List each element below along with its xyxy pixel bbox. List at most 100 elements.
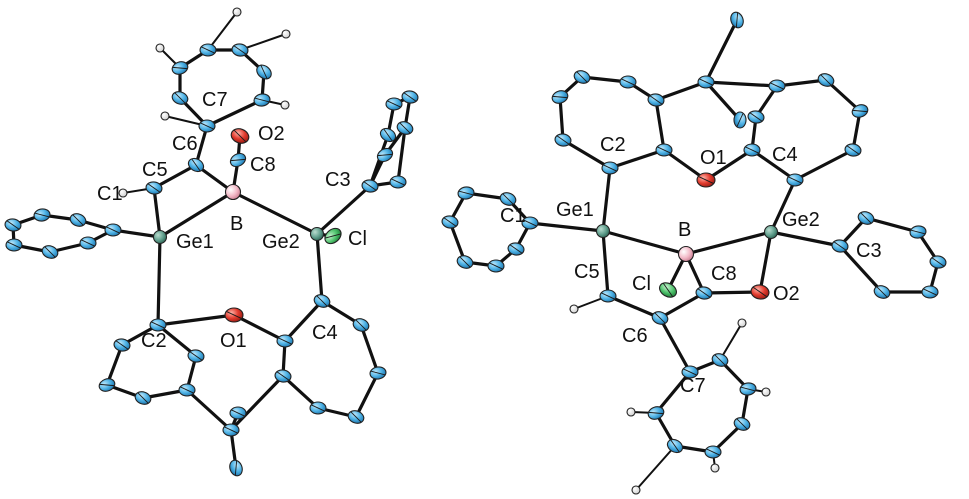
right-atom-labels: C2 O1 C4 C1 Ge1 B Ge2 C3 C5 Cl C8 O2 C6 … [500, 134, 882, 397]
left-atom-octant-p1 [174, 92, 186, 104]
left-atom-octant-y5 [276, 371, 290, 381]
left-atom-labels: C7 O2 C6 C8 C5 C3 C1 B Ge1 Ge2 Cl C4 C2 … [97, 89, 367, 352]
right-atom-octant-w4 [770, 82, 784, 90]
right-atom-octant-s3 [736, 418, 748, 430]
left-atom-octant-x3 [137, 392, 149, 404]
right-atom-octant-v3 [576, 71, 588, 83]
right-bond [704, 148, 754, 182]
left-atom-octant-q5 [44, 246, 56, 258]
right-atom-hs6 [626, 407, 636, 417]
right-atom-octant-t1 [502, 193, 514, 205]
right-label-c5: C5 [574, 261, 600, 283]
right-atom-octant-m3 [736, 113, 744, 127]
left-atom-hp2 [155, 43, 165, 53]
left-bond [239, 33, 287, 51]
right-atom-octant-c6 [654, 312, 666, 324]
right-atom-octant-v2 [552, 95, 568, 99]
left-atom-octant-x5 [189, 351, 203, 361]
left-bond [158, 190, 235, 239]
right-atom-octant-c8 [697, 288, 711, 298]
right-bond [608, 148, 666, 170]
left-atom-hc7 [160, 111, 170, 121]
left-atom-octant-q3 [6, 220, 20, 230]
right-label-c6: C6 [622, 325, 648, 347]
right-bond [654, 80, 708, 102]
right-atom-octant-v5 [649, 95, 663, 105]
left-atom-octant-c5 [147, 183, 161, 193]
left-atom-ge2 [309, 226, 325, 242]
left-atom-octant-c3 [363, 181, 377, 191]
right-atom-octant-s5 [670, 439, 680, 453]
left-bond [156, 313, 236, 327]
right-label-o2: O2 [773, 283, 800, 305]
right-atom-octant-t3 [443, 217, 457, 227]
left-atom-octant-c6 [191, 158, 201, 172]
right-bond [793, 148, 855, 182]
right-atom-octant-c4 [788, 176, 802, 184]
left-label-c3: C3 [325, 169, 351, 191]
right-label-cl: Cl [632, 273, 651, 295]
right-atom-octant-w6 [745, 146, 759, 154]
right-label-c7: C7 [680, 375, 706, 397]
left-atom-octant-q2 [34, 212, 50, 218]
right-atom-octant-t2 [458, 190, 474, 196]
left-atom-octant-c7 [200, 122, 214, 130]
left-atom-octant-y1 [355, 319, 367, 331]
left-atom-octant-r3 [403, 92, 417, 102]
right-bond [758, 230, 773, 294]
left-atom-octant-q6 [81, 239, 95, 247]
left-atom-octant-c4 [316, 295, 328, 307]
right-label-c2: C2 [600, 134, 626, 156]
right-atom-octant-v4 [621, 78, 635, 86]
left-atom-octant-y6 [278, 337, 292, 345]
right-atom-octant-m2 [735, 12, 739, 28]
right-bond [601, 229, 610, 298]
left-label-c2: C2 [141, 330, 167, 352]
right-atom-hs2 [761, 387, 771, 397]
right-atom-octant-s4 [706, 448, 720, 456]
right-label-ge2: Ge2 [782, 209, 820, 231]
left-bond [315, 184, 372, 236]
right-atom-octant-o1 [698, 176, 714, 184]
left-label-ge1: Ge1 [176, 231, 214, 253]
left-atom-octant-cl [325, 233, 341, 239]
left-bond [359, 323, 380, 375]
left-bond [396, 126, 407, 184]
left-atoms [4, 7, 419, 477]
right-atom-octant-v1 [556, 135, 570, 145]
left-atom-octant-c8 [230, 158, 246, 162]
right-atom-octant-c3 [833, 241, 847, 251]
left-atom-octant-r6 [391, 178, 405, 186]
right-label-c4: C4 [772, 144, 798, 166]
left-atom-octant-x2 [99, 383, 115, 387]
left-atom-h5 [118, 188, 128, 198]
left-atom-ge1 [152, 229, 168, 245]
left-label-b: B [230, 213, 243, 235]
left-atom-octant-r4 [387, 100, 401, 108]
right-atom-hs1 [737, 318, 747, 328]
left-atom-octant-p5 [260, 65, 268, 79]
right-bond [704, 80, 742, 122]
right-bond [769, 178, 797, 234]
left-atom-octant-p6 [254, 97, 270, 103]
right-bond [601, 229, 688, 256]
right-label-c3: C3 [856, 240, 882, 262]
right-bond [654, 370, 692, 415]
right-bond [704, 80, 779, 88]
right-bond [606, 294, 662, 320]
left-bond [229, 374, 285, 432]
right-atom-octant-cl [662, 283, 674, 297]
left-label-c8: C8 [250, 154, 276, 176]
left-atom-octant-r1 [377, 153, 393, 157]
left-label-c4: C4 [312, 322, 338, 344]
left-label-o2: O2 [258, 123, 285, 145]
right-label-o1: O1 [700, 147, 727, 169]
left-bond [152, 163, 198, 190]
right-atom-hs4 [710, 463, 720, 473]
right-atom-b [677, 245, 695, 263]
left-atom-hp3 [232, 7, 242, 17]
right-atom-octant-t6 [509, 244, 523, 254]
left-atom-octant-x4 [180, 386, 194, 394]
right-label-c1: C1 [500, 205, 526, 227]
left-bond [207, 11, 238, 51]
